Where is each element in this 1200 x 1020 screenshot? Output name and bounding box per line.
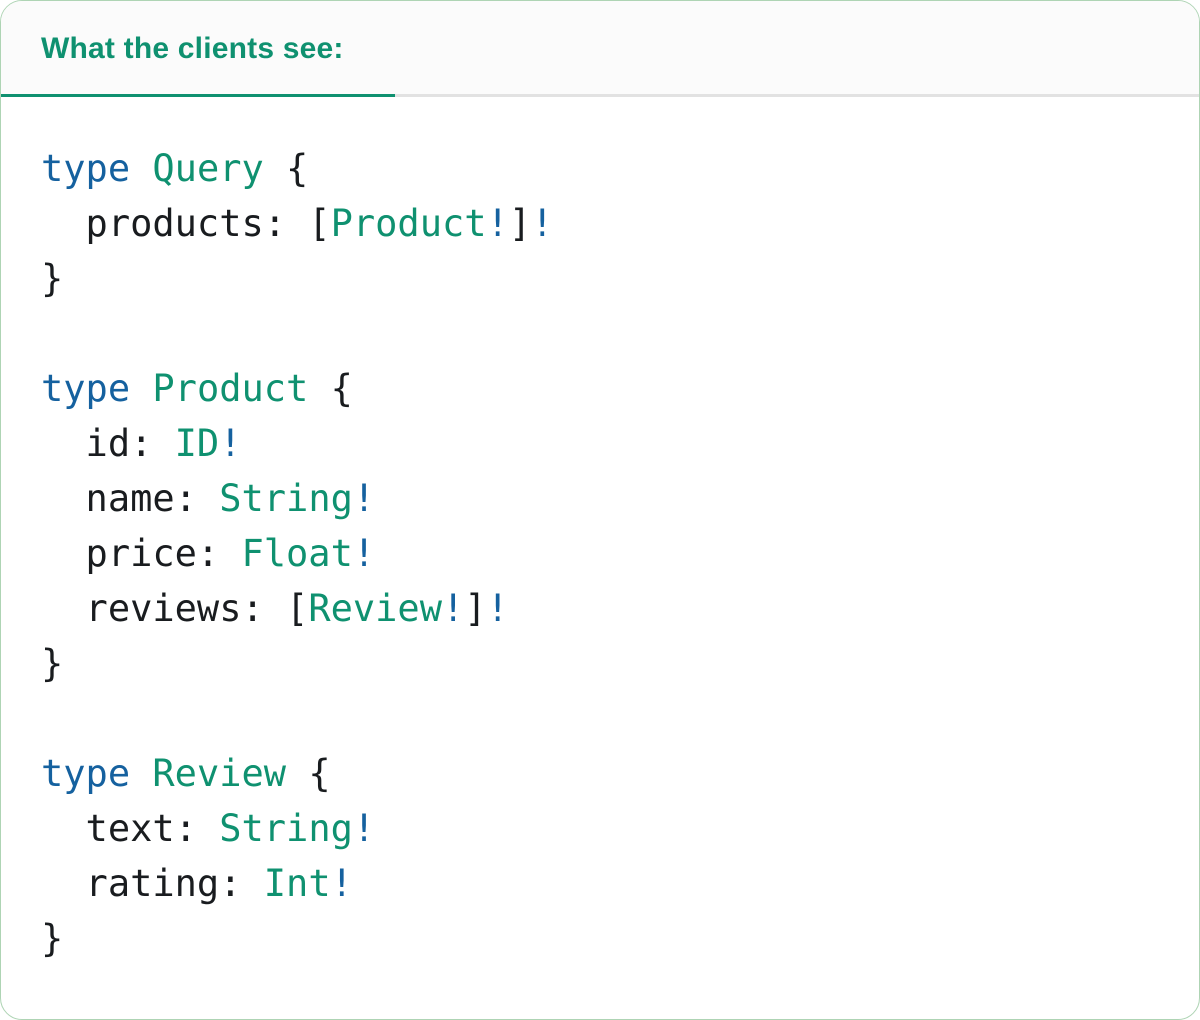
code-line: price: Float! xyxy=(41,526,1159,581)
code-token-plain xyxy=(130,367,152,410)
code-line: text: String! xyxy=(41,801,1159,856)
code-token-keyword: ! xyxy=(330,862,353,905)
code-token-type-name: ID xyxy=(174,422,220,465)
code-token-keyword: type xyxy=(41,367,131,410)
code-token-plain xyxy=(130,752,152,795)
code-token-type-name: Review xyxy=(308,587,442,630)
code-token-type-name: Product xyxy=(152,367,309,410)
code-token-plain: } xyxy=(41,917,64,960)
code-token-plain: { xyxy=(286,752,331,795)
code-token-plain: ] xyxy=(508,202,532,245)
code-token-type-name: Float xyxy=(241,532,353,575)
code-token-plain: rating: xyxy=(41,862,264,905)
code-token-plain: text: xyxy=(41,807,220,850)
code-line: type Product { xyxy=(41,361,1159,416)
code-token-keyword: ! xyxy=(441,587,465,630)
code-line: type Review { xyxy=(41,746,1159,801)
code-token-type-name: Review xyxy=(152,752,287,795)
code-line: } xyxy=(41,911,1159,966)
code-token-type-name: String xyxy=(219,807,353,850)
tab-label: What the clients see: xyxy=(41,32,344,65)
code-token-keyword: ! xyxy=(486,587,509,630)
code-line: products: [Product!]! xyxy=(41,196,1159,251)
code-line: rating: Int! xyxy=(41,856,1159,911)
schema-code-block: type Query { products: [Product!]!}type … xyxy=(1,97,1199,966)
code-token-plain: ] xyxy=(464,587,487,630)
code-token-plain: { xyxy=(263,147,309,190)
code-token-keyword: ! xyxy=(531,202,554,245)
code-token-keyword: ! xyxy=(352,807,376,850)
code-line: reviews: [Review!]! xyxy=(41,581,1159,636)
code-line: type Query { xyxy=(41,141,1159,196)
code-token-keyword: ! xyxy=(486,202,509,245)
code-token-keyword: ! xyxy=(219,422,242,465)
panel-header: What the clients see: xyxy=(1,1,1199,97)
code-token-plain: products: [ xyxy=(41,202,331,245)
code-token-type-name: Product xyxy=(330,202,487,245)
code-token-keyword: type xyxy=(41,147,131,190)
code-token-type-name: Int xyxy=(263,862,331,905)
code-token-plain: id: xyxy=(41,422,175,465)
code-token-plain: } xyxy=(41,642,64,685)
code-token-keyword: type xyxy=(41,752,131,795)
code-token-plain: price: xyxy=(41,532,242,575)
tab-clients-view[interactable]: What the clients see: xyxy=(1,1,395,97)
code-line: name: String! xyxy=(41,471,1159,526)
code-line xyxy=(41,306,1159,361)
code-token-plain: { xyxy=(308,367,353,410)
code-token-keyword: ! xyxy=(352,532,376,575)
code-token-plain: reviews: [ xyxy=(41,587,309,630)
code-token-plain xyxy=(130,147,152,190)
code-line xyxy=(41,691,1159,746)
code-token-plain: } xyxy=(41,257,64,300)
code-token-type-name: Query xyxy=(152,147,264,190)
code-token-plain: name: xyxy=(41,477,220,520)
code-line: id: ID! xyxy=(41,416,1159,471)
code-line: } xyxy=(41,636,1159,691)
code-token-keyword: ! xyxy=(352,477,376,520)
code-line: } xyxy=(41,251,1159,306)
code-token-type-name: String xyxy=(219,477,353,520)
